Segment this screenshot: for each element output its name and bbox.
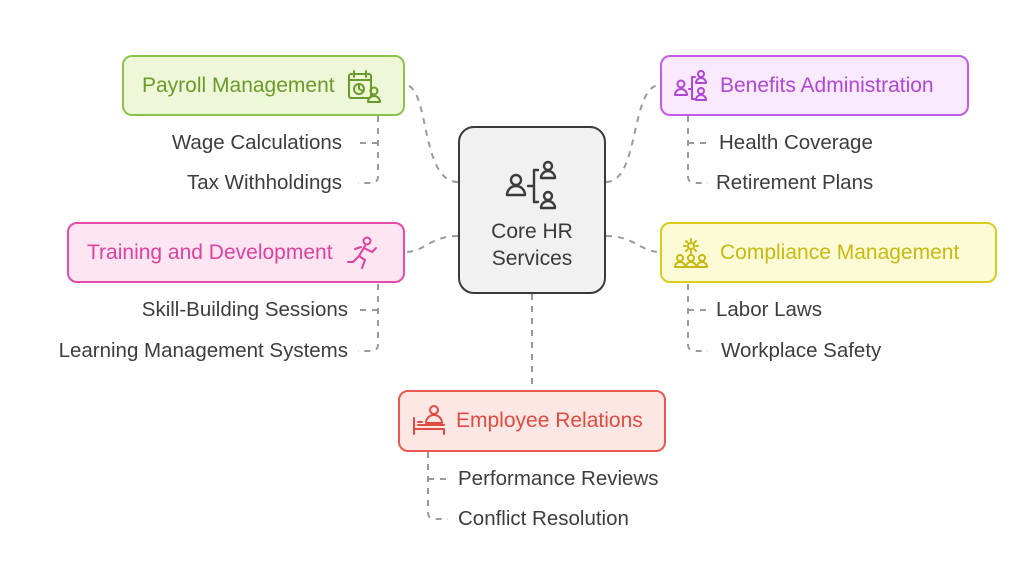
compliance-management-node: Compliance Management — [660, 222, 997, 283]
item-health-coverage: Health Coverage — [719, 131, 873, 154]
training-label: Training and Development — [87, 240, 333, 264]
benefits-label: Benefits Administration — [720, 73, 934, 97]
payroll-label: Payroll Management — [142, 73, 335, 97]
item-conflict-resolution: Conflict Resolution — [458, 507, 629, 530]
relations-label: Employee Relations — [456, 409, 643, 432]
item-labor-laws: Labor Laws — [716, 298, 822, 321]
link-training-items — [358, 284, 379, 352]
item-workplace-safety: Workplace Safety — [721, 339, 882, 362]
link-core-payroll — [404, 84, 459, 183]
person-bed-icon — [413, 405, 445, 435]
training-development-node: Training and Development — [67, 222, 405, 283]
core-node: Core HR Services — [458, 126, 606, 294]
item-skill-building-sessions: Skill-Building Sessions — [141, 298, 348, 321]
gear-team-icon — [674, 237, 708, 268]
link-relations-items — [427, 452, 448, 520]
item-performance-reviews: Performance Reviews — [458, 467, 659, 490]
compliance-label: Compliance Management — [720, 240, 960, 264]
item-tax-withholdings: Tax Withholdings — [187, 171, 342, 194]
link-core-training — [404, 235, 459, 253]
payroll-management-node: Payroll Management — [122, 55, 405, 116]
calendar-chart-person-icon — [347, 69, 381, 103]
core-title: Core HR Services — [491, 220, 573, 270]
link-core-benefits — [605, 84, 661, 183]
item-wage-calculations: Wage Calculations — [171, 131, 342, 154]
link-benefits-items — [687, 116, 708, 184]
person-exercise-icon — [346, 236, 377, 269]
people-connect-icon — [674, 69, 707, 101]
link-compliance-items — [687, 284, 708, 352]
item-retirement-plans: Retirement Plans — [716, 171, 874, 194]
benefits-administration-node: Benefits Administration — [660, 55, 969, 116]
link-payroll-items — [358, 116, 379, 184]
link-core-compliance — [605, 235, 661, 253]
employee-relations-node: Employee Relations — [398, 390, 666, 452]
org-people-icon — [505, 160, 557, 210]
item-learning-management-systems: Learning Management Systems — [58, 339, 348, 362]
